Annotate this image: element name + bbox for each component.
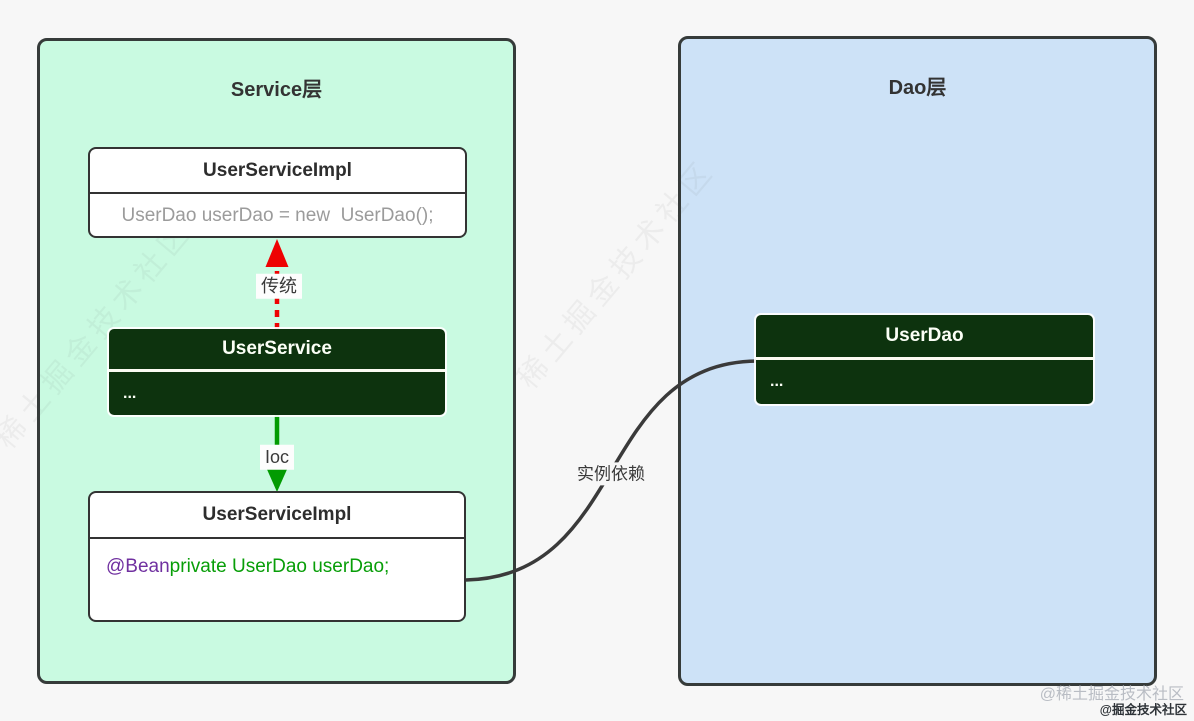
class-box-title: UserServiceImpl — [90, 493, 464, 539]
class-box-userdao: UserDao ... — [756, 315, 1093, 404]
field-declaration: private UserDao userDao; — [169, 556, 390, 577]
class-box-title: UserService — [109, 329, 445, 372]
class-box-body: ... — [770, 373, 784, 390]
bean-annotation: @Bean — [106, 556, 170, 577]
class-box-userserviceimpl-traditional: UserServiceImpl UserDao userDao = new Us… — [88, 147, 467, 238]
traditional-code-line: UserDao userDao = new UserDao(); — [121, 204, 434, 226]
juejin-watermark-light: @稀土掘金技术社区 — [1039, 686, 1184, 703]
class-box-title: UserServiceImpl — [90, 149, 465, 194]
dao-layer-title: Dao层 — [888, 77, 947, 99]
service-layer-title: Service层 — [230, 79, 323, 101]
class-box-userservice: UserService ... — [109, 329, 445, 415]
traditional-label: 传统 — [256, 273, 302, 299]
class-box-body: ... — [123, 384, 137, 402]
class-box-title: UserDao — [756, 315, 1093, 360]
ioc-label: Ioc — [259, 444, 295, 470]
juejin-watermark-dark: @掘金技术社区 — [1099, 703, 1187, 717]
dependency-label: 实例依赖 — [572, 462, 650, 486]
